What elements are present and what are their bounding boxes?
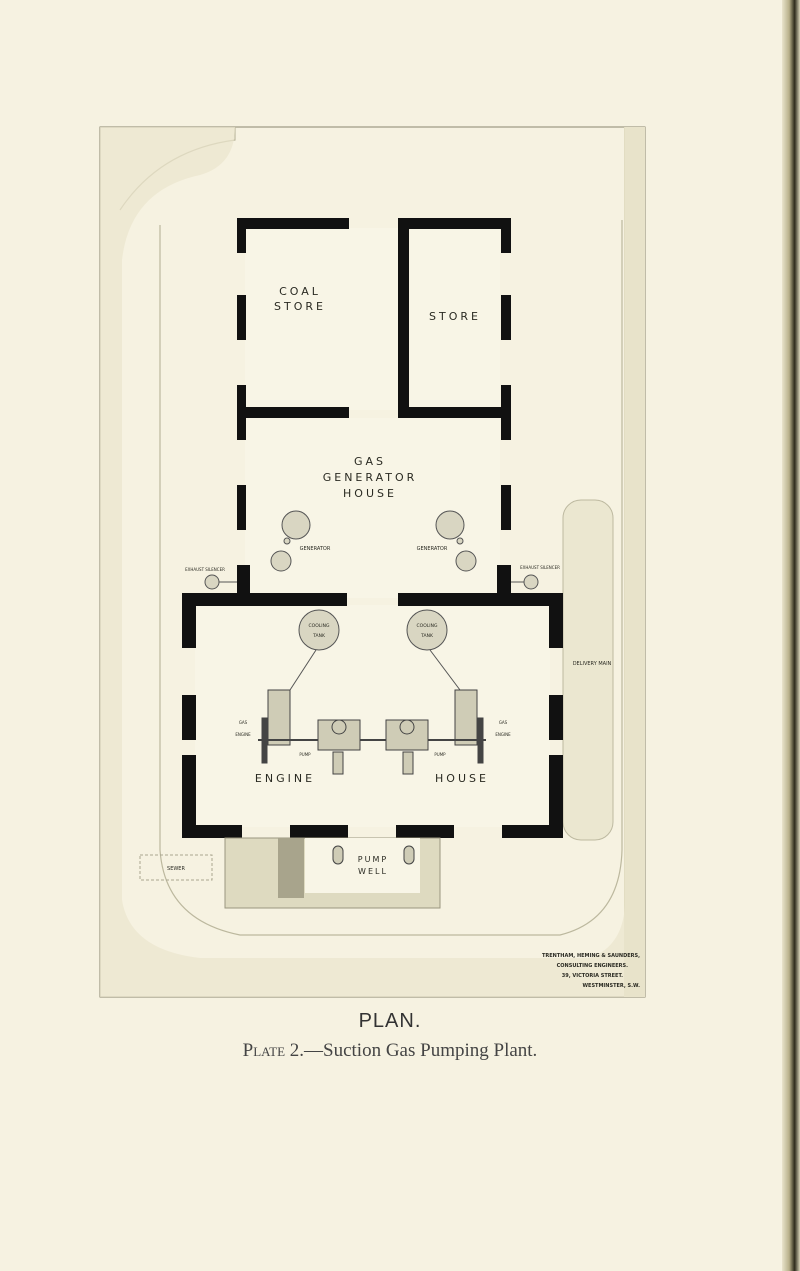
svg-text:WESTMINSTER, S.W.: WESTMINSTER, S.W. bbox=[583, 983, 641, 989]
plate-text: —Suction Gas Pumping Plant. bbox=[304, 1040, 538, 1061]
pump-well-pit bbox=[305, 838, 420, 893]
gas-generator-house-label-1: GAS bbox=[354, 455, 386, 468]
generator-right-label: GENERATOR bbox=[417, 546, 448, 552]
sewer-label: SEWER bbox=[167, 866, 185, 872]
engine-house-label-1: ENGINE bbox=[255, 772, 315, 785]
sewer-outline bbox=[139, 854, 213, 881]
gas-generator-house-label-3: HOUSE bbox=[343, 487, 397, 500]
gas-engine-left-label: GAS bbox=[239, 720, 248, 725]
svg-text:TRENTHAM, HEMING & SAUNDERS,: TRENTHAM, HEMING & SAUNDERS, bbox=[542, 953, 640, 959]
exhaust-silencers bbox=[204, 574, 539, 590]
generator-left-label: GENERATOR bbox=[300, 546, 331, 552]
store-label: STORE bbox=[429, 310, 481, 323]
pump-left-label: PUMP bbox=[299, 752, 311, 757]
svg-text:CONSULTING ENGINEERS.: CONSULTING ENGINEERS. bbox=[557, 963, 628, 969]
engine-house-label-2: HOUSE bbox=[435, 772, 489, 785]
exhaust-silencer-right-label: EXHAUST SILENCER bbox=[520, 565, 560, 570]
gas-generator-house-label-2: GENERATOR bbox=[323, 471, 418, 484]
engine-house-floor bbox=[195, 605, 550, 827]
exhaust-silencer-left-label: EXHAUST SILENCER bbox=[185, 567, 225, 572]
cooling-tank-left-label-2: TANK bbox=[312, 633, 326, 639]
delivery-main-label: DELIVERY MAIN bbox=[573, 661, 612, 667]
plan-title: PLAN. bbox=[358, 1010, 422, 1032]
coal-store-floor bbox=[245, 228, 400, 410]
gas-engine-right-label: GAS bbox=[499, 720, 508, 725]
yard-right bbox=[562, 499, 614, 841]
coal-store-label-2: STORE bbox=[274, 300, 326, 313]
plate-caption: Plate 2.—Suction Gas Pumping Plant. bbox=[0, 1040, 780, 1062]
book-spine-shadow bbox=[782, 0, 800, 1271]
coal-store-label: COAL bbox=[279, 285, 321, 298]
plate-label: Plate 2. bbox=[242, 1040, 305, 1061]
pump-right-label: PUMP bbox=[434, 752, 446, 757]
cooling-tank-left-label: COOLING bbox=[309, 623, 330, 629]
engine-house-walls bbox=[182, 593, 563, 838]
pump-well-label-1: PUMP bbox=[358, 855, 388, 864]
store-floor bbox=[410, 228, 500, 410]
site-plan-drawing: COAL STORE STORE GAS GENERATOR HOUSE GEN… bbox=[99, 126, 646, 998]
generator-right bbox=[435, 510, 477, 572]
cooling-tank-right-label-2: TANK bbox=[420, 633, 434, 639]
gas-engine-right-label-2: ENGINE bbox=[495, 732, 511, 737]
hatched-chamber bbox=[278, 838, 304, 898]
gas-engine-left-label-2: ENGINE bbox=[235, 732, 251, 737]
cooling-tank-right-label: COOLING bbox=[417, 623, 438, 629]
pump-well-label-2: WELL bbox=[358, 867, 388, 876]
svg-text:39, VICTORIA STREET.: 39, VICTORIA STREET. bbox=[562, 973, 623, 979]
generator-left bbox=[270, 510, 311, 572]
engines-and-pumps bbox=[258, 689, 486, 865]
cooling-tanks bbox=[289, 609, 461, 691]
upper-walls bbox=[237, 218, 511, 600]
engineers-credit: TRENTHAM, HEMING & SAUNDERS, CONSULTING … bbox=[542, 953, 640, 989]
